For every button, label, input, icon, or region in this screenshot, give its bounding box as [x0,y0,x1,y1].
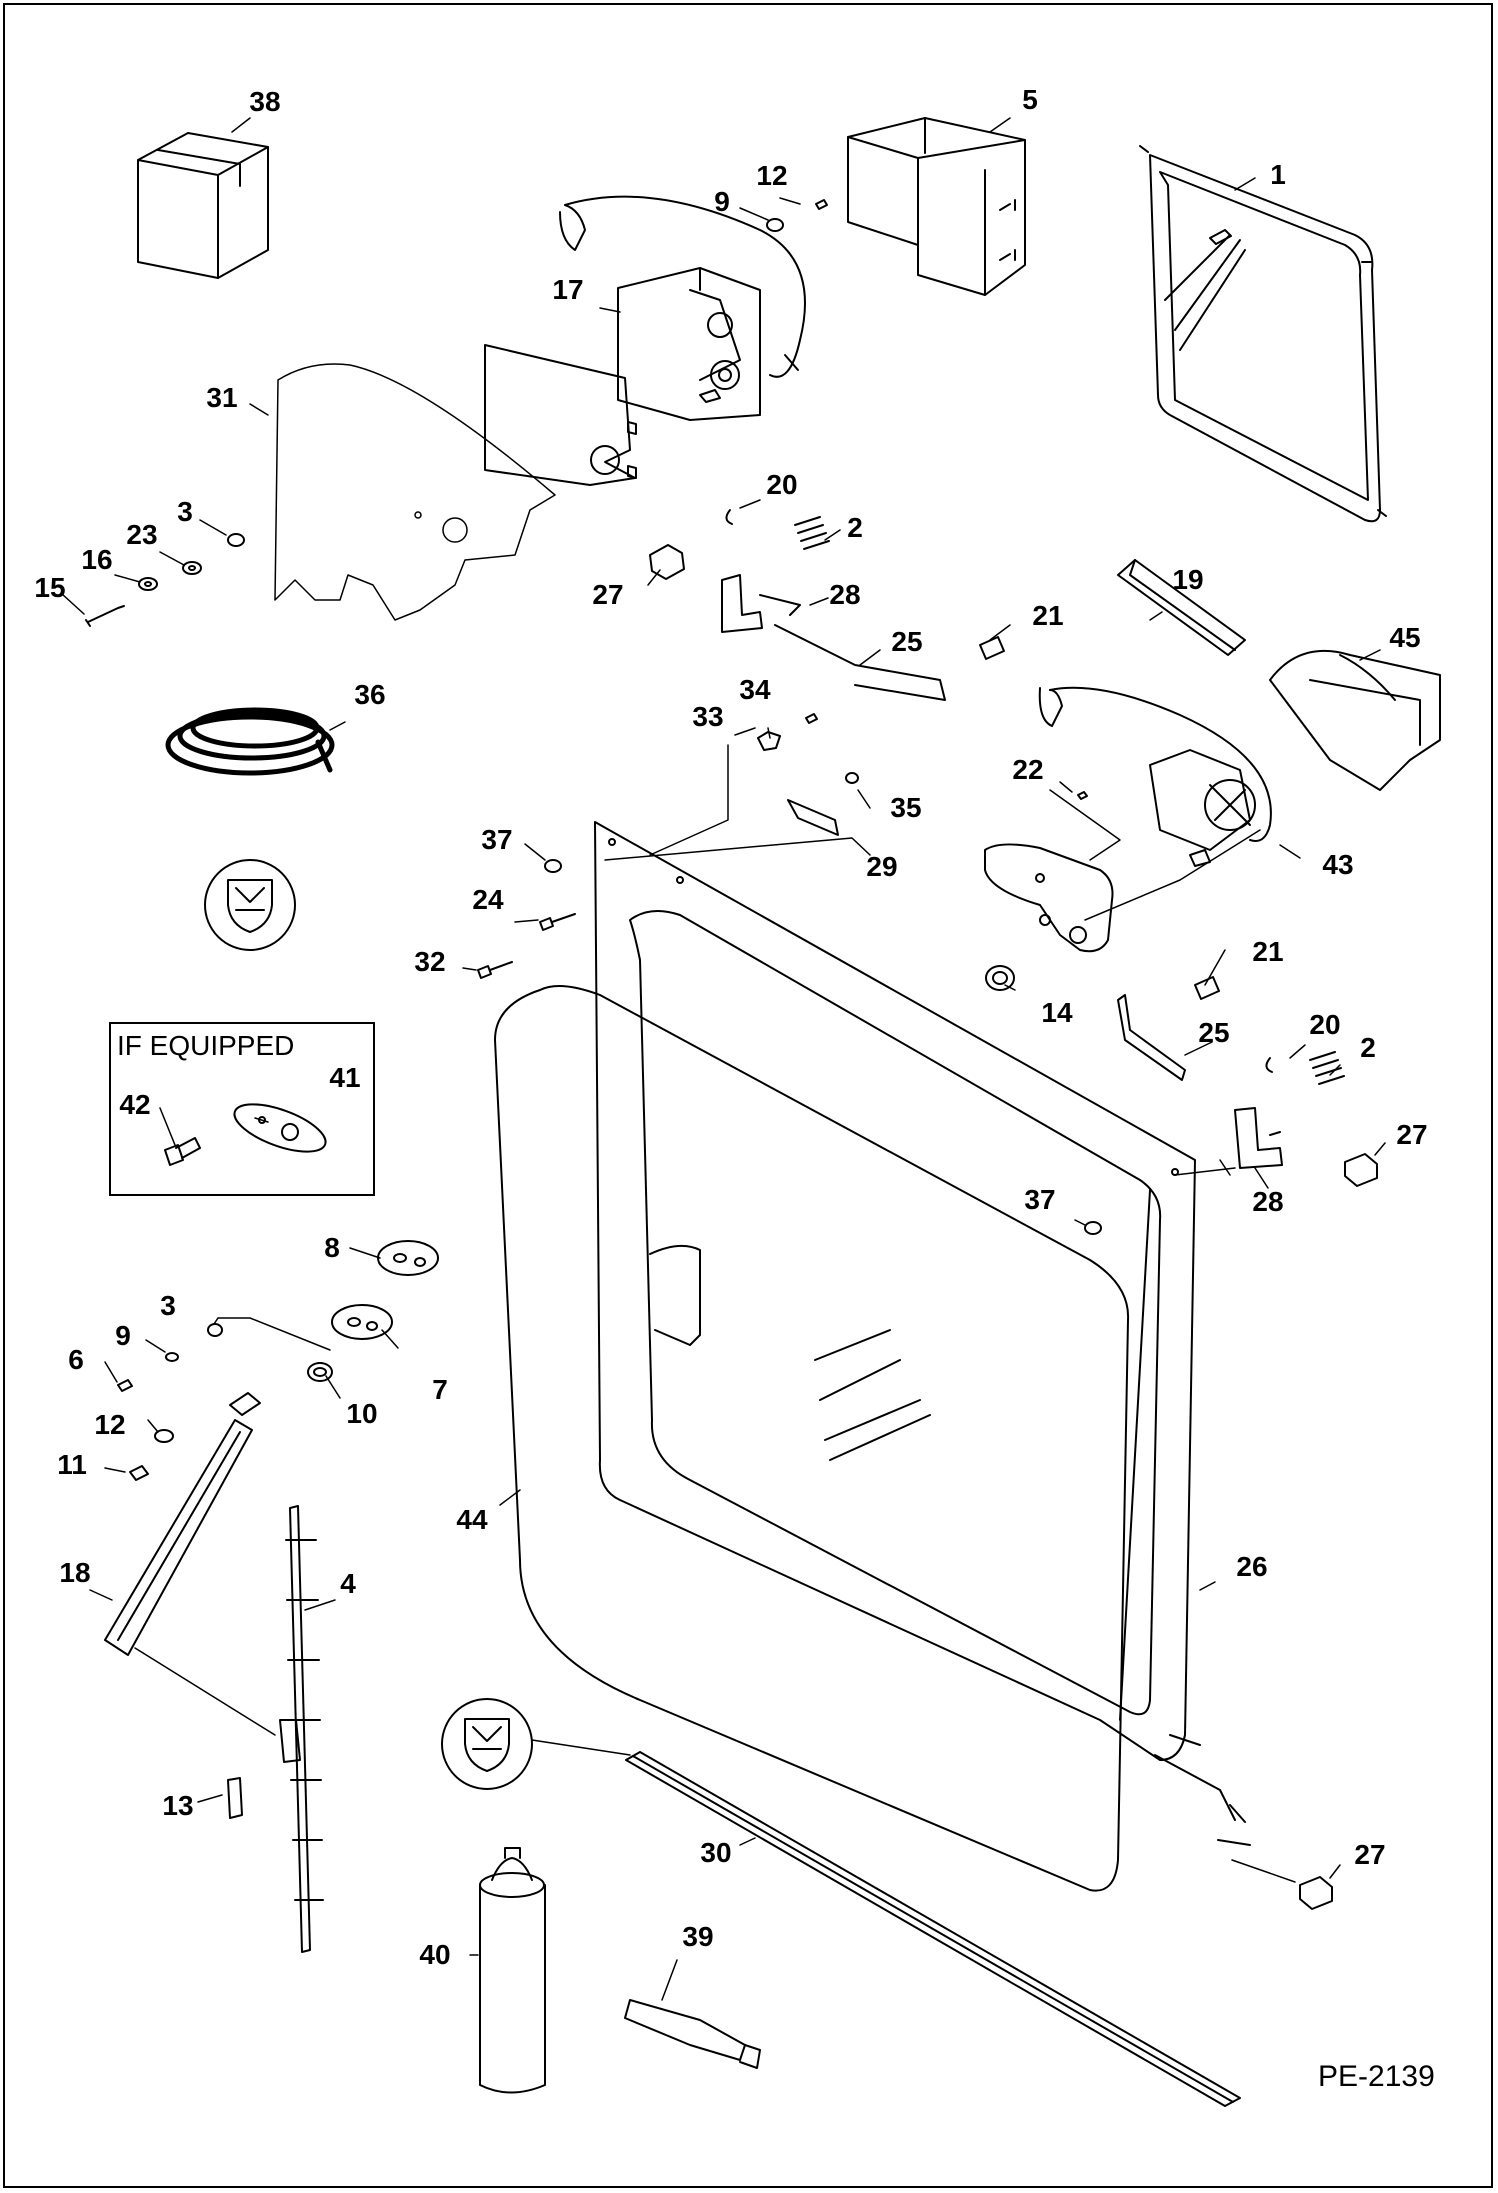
callout-4: 4 [340,1568,356,1599]
callout-10: 10 [346,1398,378,1429]
motor-mounting-plate [985,844,1113,990]
callout-32: 32 [414,946,446,977]
callout-6: 6 [68,1344,84,1375]
callout-26: 26 [1236,1551,1268,1582]
callout-27b: 27 [1396,1119,1428,1150]
callout-35: 35 [890,792,922,823]
callout-43: 43 [1322,849,1354,880]
part-21-sleeves [980,637,1219,999]
part-38-box [138,133,268,278]
callout-9: 9 [714,186,730,217]
diagram-border [3,3,1493,2188]
callout-3b: 3 [160,1290,176,1321]
callout-28b: 28 [1252,1186,1284,1217]
callout-44: 44 [456,1504,488,1535]
part-43-wiper-motor [1040,688,1271,866]
callout-21: 21 [1032,600,1064,631]
callout-28: 28 [829,579,861,610]
part-27-bumpers [650,545,1377,1909]
part-31-panel-plate [485,345,636,485]
callout-12: 12 [756,160,788,191]
callout-25: 25 [891,626,923,657]
callout-42: 42 [119,1089,151,1120]
callout-25b: 25 [1198,1017,1230,1048]
callout-12b: 12 [94,1409,126,1440]
part-19-bar [1118,560,1245,655]
callout-16: 16 [81,544,113,575]
callout-33: 33 [692,701,724,732]
callout-39: 39 [682,1921,714,1952]
leader-lines [62,118,1385,2000]
part-28-bracket-lower [1235,1052,1344,1168]
callout-37b: 37 [1024,1184,1056,1215]
part-36-hose-coil [168,710,332,773]
callout-22: 22 [1012,754,1044,785]
callout-18: 18 [59,1557,91,1588]
callout-1: 1 [1270,159,1286,190]
if-equipped-label: IF EQUIPPED [117,1030,295,1061]
part-31-gasket-outline [275,364,555,620]
callout-29: 29 [866,851,898,882]
drawing-code: PE-2139 [1318,2060,1435,2093]
callout-15: 15 [34,572,66,603]
callout-27c: 27 [1354,1839,1386,1870]
callout-17: 17 [552,274,584,305]
callout-31: 31 [206,382,238,413]
callout-30: 30 [700,1837,732,1868]
callout-38: 38 [249,86,281,117]
callout-9b: 9 [115,1320,131,1351]
part-18-wiper-arm [105,1393,260,1655]
parts-24-32-37-screws [478,860,1101,1234]
callout-23: 23 [126,519,158,550]
callout-20b: 20 [1309,1009,1341,1040]
part-30-seal-strip [626,1752,1240,2106]
callout-7: 7 [432,1374,448,1405]
callout-2b: 2 [1360,1032,1376,1063]
callout-14: 14 [1041,997,1073,1028]
callout-19: 19 [1172,564,1204,595]
parts-33-34-35-29-22-hardware [758,714,1087,835]
bobcat-icon-circle-2 [442,1699,532,1789]
callout-21b: 21 [1252,936,1284,967]
callout-5: 5 [1022,84,1038,115]
bobcat-icon-circle-1 [205,860,295,950]
part-44-window-glass [495,986,1128,1891]
part-4-wiper-blade [280,1506,323,1952]
parts-41-42-inset [165,1095,331,1165]
callout-3: 3 [177,496,193,527]
callout-11: 11 [57,1449,87,1480]
part-5-motor-cover [848,118,1025,295]
part-39-tube [625,2000,760,2068]
part-17-motor-bracket [560,197,805,420]
parts-9-12-hardware-top [767,200,827,231]
callout-34: 34 [739,674,771,705]
part-40-spray-can [480,1848,545,2093]
part-1-window-assembly [1140,146,1386,521]
parts-3-23-16-15-hardware [86,534,244,626]
part-26-door-frame [595,822,1250,1845]
callout-24: 24 [472,884,504,915]
if-equipped-inset: IF EQUIPPED [109,1022,375,1196]
callout-27: 27 [592,579,624,610]
part-25-rods [775,625,1185,1080]
parts-6-9-3-12-11-10-7-8-hardware [118,1241,438,1480]
callout-2: 2 [847,512,863,543]
callout-13: 13 [162,1790,194,1821]
part-13-clip [228,1778,242,1818]
callout-37: 37 [481,824,513,855]
callout-20: 20 [766,469,798,500]
part-28-bracket-upper [722,510,829,632]
part-45-motor-cover [1270,651,1440,790]
callout-8: 8 [324,1232,340,1263]
callout-36: 36 [354,679,386,710]
callout-40: 40 [419,1939,451,1970]
callout-41: 41 [329,1062,361,1093]
callout-45: 45 [1389,622,1421,653]
